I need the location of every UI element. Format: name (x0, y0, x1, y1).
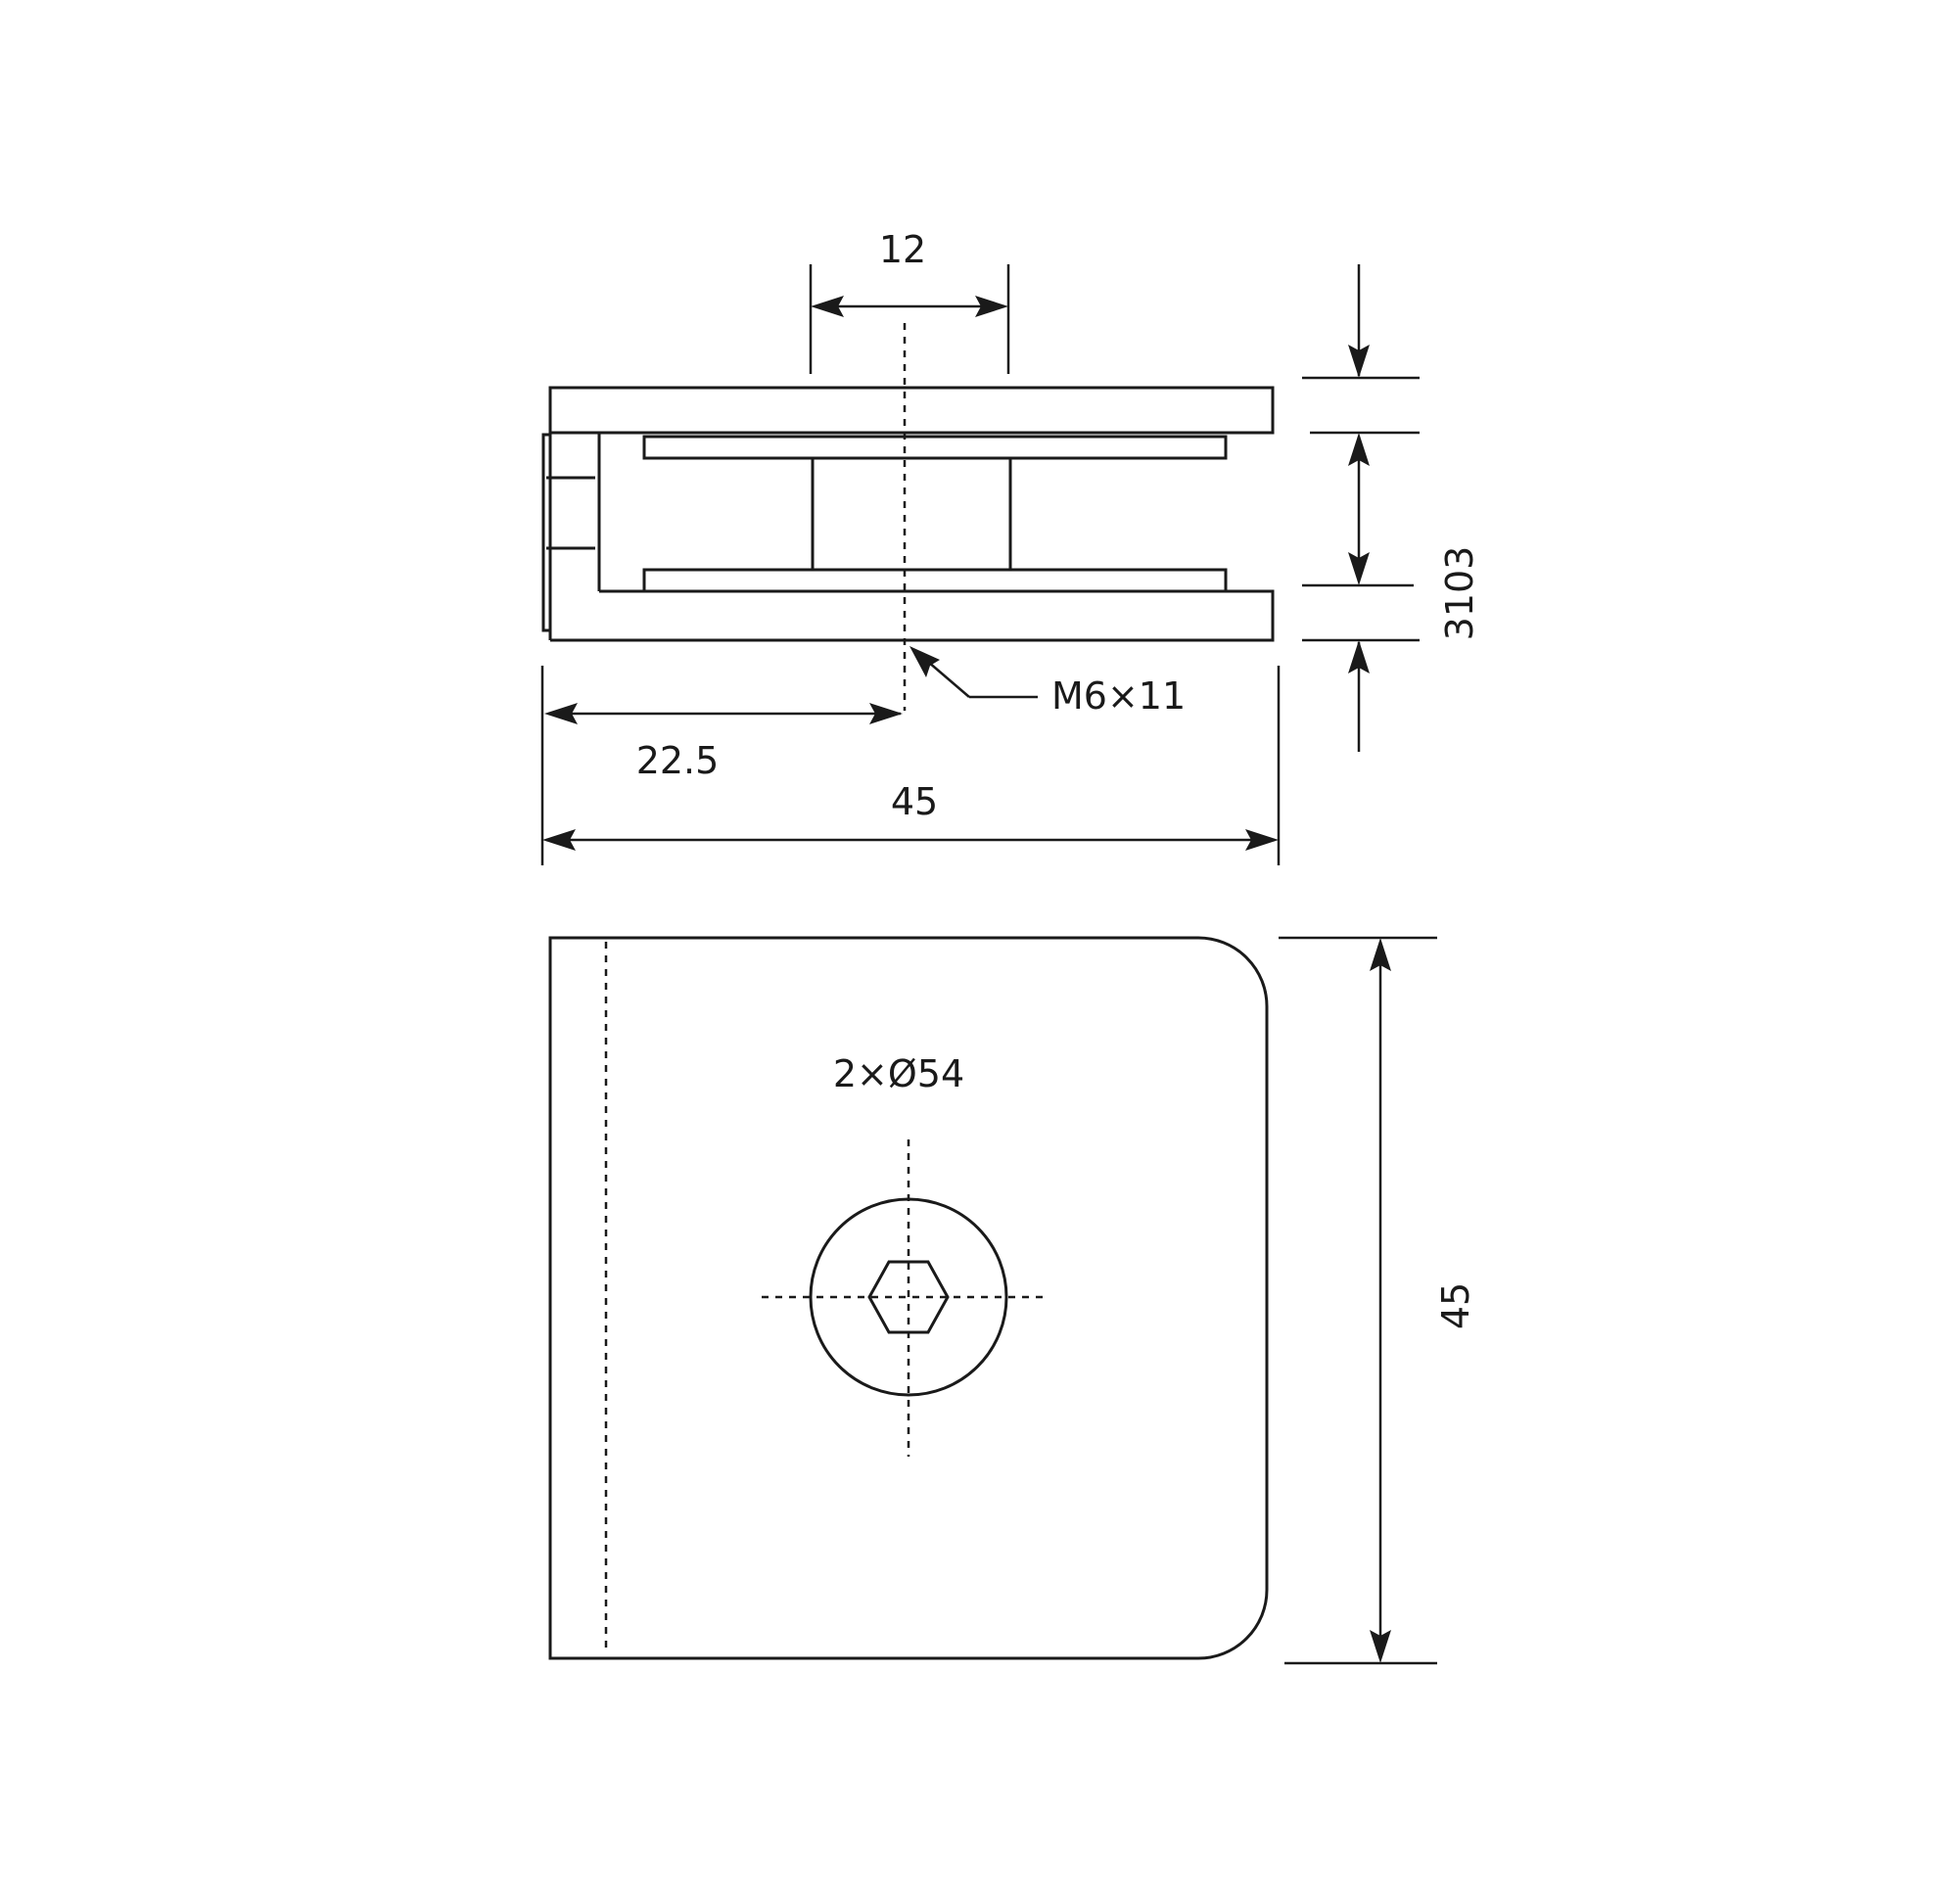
thk-arrow-mid-head-top (1348, 433, 1370, 466)
thk-arrow-top-head (1348, 345, 1370, 378)
dim-45-height-label: 45 (1434, 1282, 1477, 1329)
thk-arrow-mid-head-bottom (1348, 552, 1370, 585)
dim-22-5-arrow-left (544, 703, 578, 724)
dim-45-arrow-right (1245, 829, 1279, 851)
dim-45v-arrow-bottom (1370, 1630, 1391, 1663)
thread-label: M6×11 (1051, 674, 1186, 718)
dim-12-arrow-left (811, 296, 844, 317)
lower-gasket (642, 568, 1228, 593)
dim-12-label: 12 (879, 228, 926, 271)
thk-arrow-bottom-head (1348, 640, 1370, 673)
dim-45v-arrow-top (1370, 938, 1391, 971)
hole-callout: 2×Ø54 (833, 1052, 964, 1095)
front-view: 2×Ø54 45 (548, 936, 1477, 1665)
front-plate-outline (548, 936, 1269, 1660)
dim-22-5-label: 22.5 (636, 739, 720, 782)
dim-45-arrow-left (542, 829, 576, 851)
dim-12-arrow-right (975, 296, 1008, 317)
thread-leader-arrow (909, 646, 940, 677)
thk-label: 3103 (1438, 546, 1481, 641)
spacer-block (811, 456, 1012, 572)
bottom-plate (550, 589, 1275, 642)
back-step (541, 433, 550, 632)
dim-22-5-arrow-right (869, 703, 903, 724)
hex-socket (867, 1260, 950, 1334)
top-plate (548, 386, 1275, 435)
dim-45-width-label: 45 (891, 780, 938, 823)
upper-gasket (642, 435, 1228, 460)
side-view: 12 M6×11 22.5 45 3103 (540, 228, 1481, 865)
